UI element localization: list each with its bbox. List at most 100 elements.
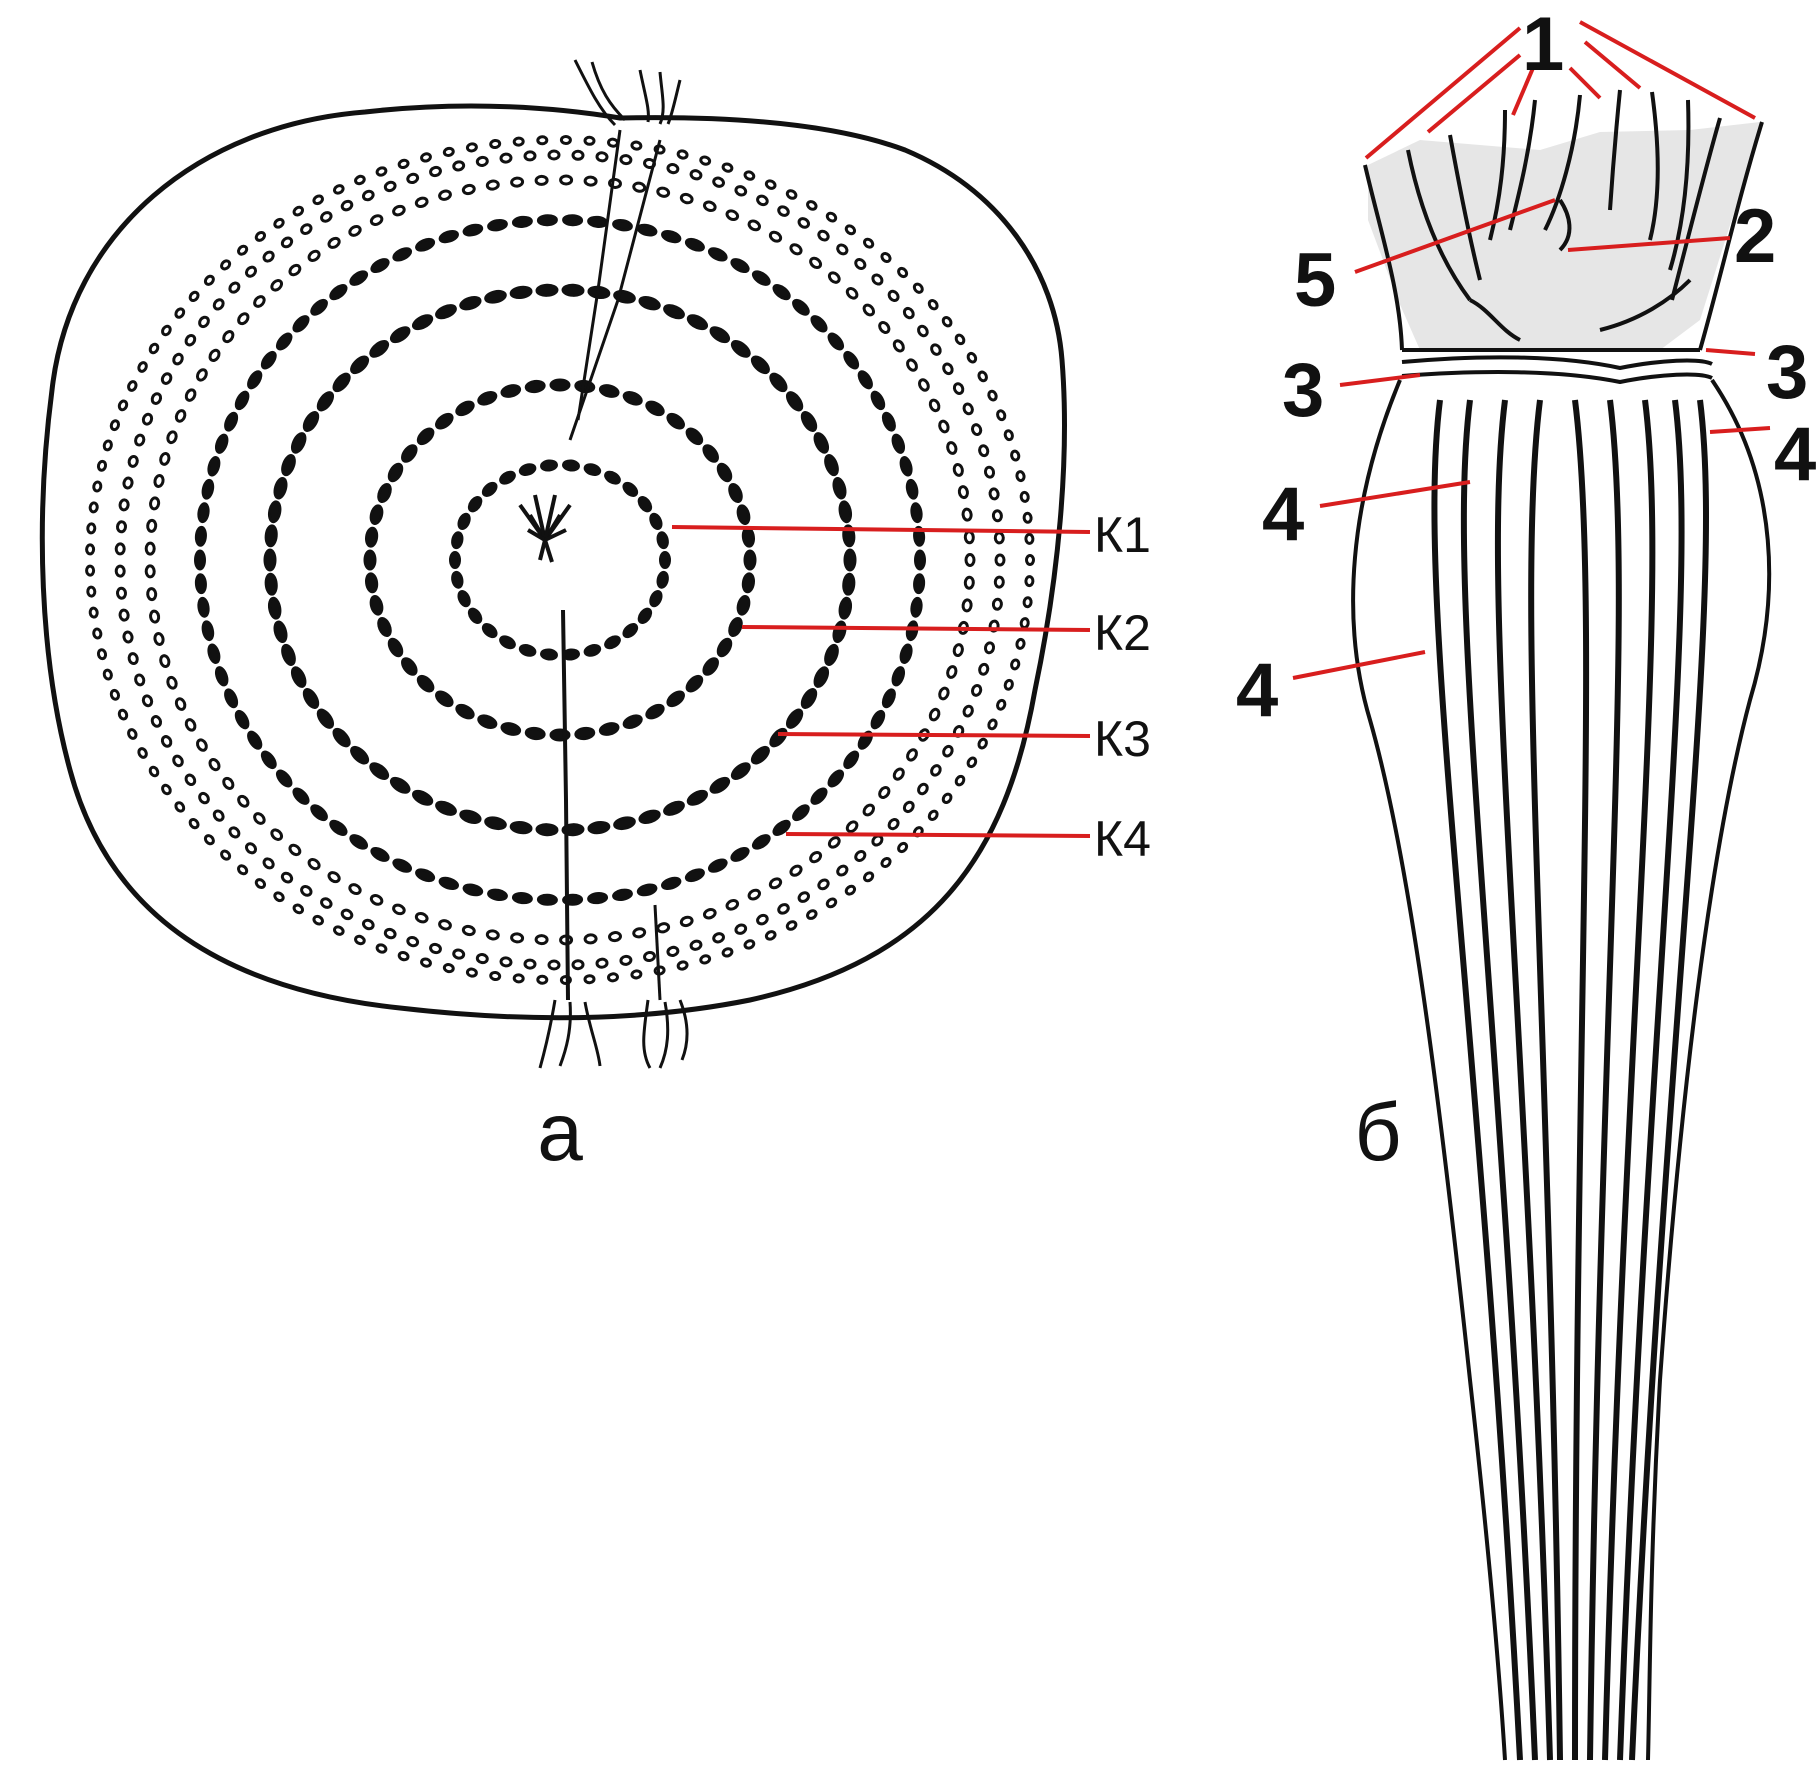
upper-canal-wall xyxy=(568,139,662,441)
pore xyxy=(734,923,748,935)
pore xyxy=(751,834,771,850)
pore xyxy=(159,654,171,669)
pore xyxy=(844,224,857,236)
pore xyxy=(899,643,913,664)
pore xyxy=(86,585,97,598)
pore xyxy=(912,282,924,294)
leader-1-e xyxy=(1583,40,1642,90)
pore xyxy=(977,370,988,383)
pore xyxy=(806,200,818,211)
pore xyxy=(288,843,302,857)
ring-leader-lines xyxy=(671,525,1091,838)
pore xyxy=(512,973,525,984)
pore xyxy=(327,871,341,884)
leader-k3 xyxy=(777,732,1091,738)
pore xyxy=(827,332,845,351)
pore xyxy=(234,709,250,730)
pore xyxy=(435,690,454,708)
pore xyxy=(927,809,939,821)
pore xyxy=(656,186,671,198)
pore xyxy=(392,204,406,217)
pore xyxy=(500,722,522,736)
pore xyxy=(435,304,457,320)
pore xyxy=(88,606,99,619)
pore xyxy=(750,745,770,765)
pore xyxy=(991,509,1003,523)
pore xyxy=(891,433,906,454)
pore xyxy=(509,285,533,300)
pore xyxy=(420,957,432,968)
pore xyxy=(117,708,129,721)
pore xyxy=(414,912,429,924)
pore xyxy=(887,289,900,303)
pore xyxy=(880,856,892,869)
pore xyxy=(300,885,313,897)
label-4-lower-left: 4 xyxy=(1236,648,1278,733)
pore xyxy=(512,136,525,147)
pore xyxy=(333,184,345,195)
pore xyxy=(377,616,392,638)
pore xyxy=(134,433,146,447)
pore xyxy=(963,575,975,590)
pore xyxy=(604,470,621,485)
pore xyxy=(736,595,751,616)
pore xyxy=(208,757,221,772)
pore xyxy=(961,598,973,613)
pore xyxy=(438,189,452,201)
pore xyxy=(369,214,384,226)
pore xyxy=(792,298,810,316)
pore xyxy=(96,648,108,661)
pore xyxy=(637,607,653,624)
pore xyxy=(993,531,1005,545)
pore xyxy=(244,842,258,855)
pore xyxy=(292,315,310,333)
pore xyxy=(499,635,516,650)
pore xyxy=(510,176,525,188)
longitudinal-section-figure: 1 2 5 3 3 4 4 4 б xyxy=(1236,2,1816,1761)
pore xyxy=(349,834,369,850)
pore xyxy=(310,298,328,316)
pore xyxy=(887,817,900,831)
pore xyxy=(85,564,96,577)
pore xyxy=(234,390,250,411)
pore xyxy=(941,315,953,328)
pore xyxy=(127,380,138,392)
label-2: 2 xyxy=(1734,194,1776,279)
pore xyxy=(102,439,113,452)
pore xyxy=(785,391,804,412)
pore xyxy=(411,314,434,331)
pore xyxy=(881,688,896,709)
pore xyxy=(365,526,379,548)
pore xyxy=(702,907,717,920)
pore xyxy=(264,572,278,596)
pore xyxy=(477,391,498,406)
pore xyxy=(392,903,406,916)
pore xyxy=(375,166,388,177)
pore xyxy=(1024,532,1035,545)
pore xyxy=(842,572,856,596)
pore xyxy=(716,462,733,483)
pore xyxy=(332,372,351,393)
pore xyxy=(194,525,207,547)
basal-band xyxy=(1401,355,1713,385)
pore xyxy=(363,549,377,571)
leader-4-right xyxy=(1709,426,1771,434)
pore xyxy=(952,382,965,395)
pore xyxy=(429,942,442,955)
pore xyxy=(824,454,839,477)
pore xyxy=(416,674,435,693)
pore xyxy=(938,686,950,701)
pore xyxy=(312,194,324,206)
leader-k1 xyxy=(671,525,1091,534)
pore xyxy=(741,572,755,594)
pore xyxy=(750,355,770,375)
leader-5 xyxy=(1354,198,1556,274)
pore xyxy=(141,694,154,708)
pore xyxy=(702,200,717,213)
pore xyxy=(963,530,975,545)
pore xyxy=(832,476,847,500)
pore xyxy=(870,390,886,411)
pore xyxy=(160,735,173,748)
pore xyxy=(656,570,669,589)
pore xyxy=(153,474,165,488)
